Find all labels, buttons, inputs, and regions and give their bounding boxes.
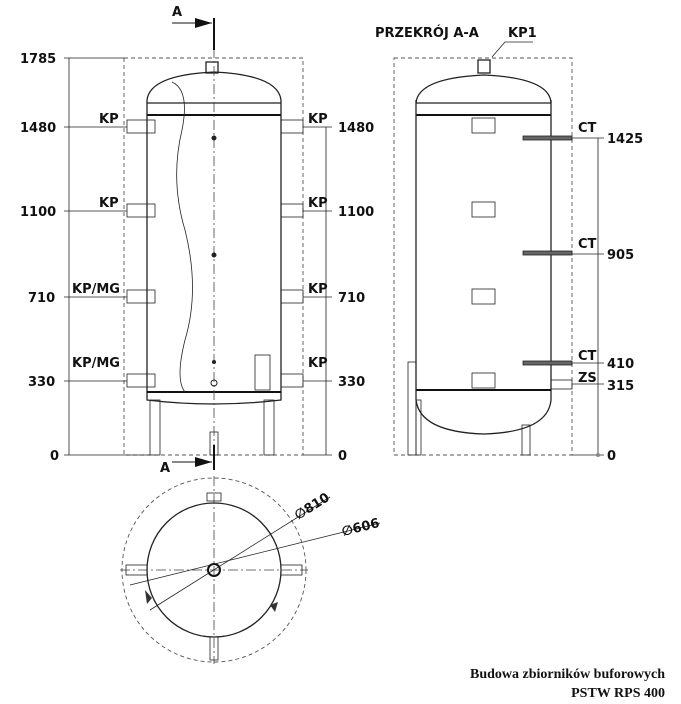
right-dimension-labels: 1480 1100 710 330 0	[338, 121, 374, 464]
right-nozzles	[280, 119, 304, 388]
port-label: KP	[308, 356, 328, 371]
dim-710: 710	[28, 291, 55, 306]
dim-710: 710	[338, 291, 365, 306]
zs-label: ZS	[578, 371, 597, 386]
ct-label: CT	[578, 237, 597, 252]
dim-1425: 1425	[607, 132, 643, 147]
left-dimension-labels: 1785 1480 1100 710 330 0	[20, 52, 59, 464]
dim-1480: 1480	[338, 121, 374, 136]
ct-label: CT	[578, 349, 597, 364]
left-port-labels: KP KP KP/MG KP/MG	[72, 112, 120, 371]
inner-diameter-label: 606	[351, 516, 381, 537]
section-marker-top: A	[172, 5, 182, 20]
caption-title: Budowa zbiorników buforowych	[469, 667, 665, 682]
svg-text:∅606: ∅606	[340, 516, 381, 540]
port-label: KP	[99, 196, 119, 211]
port-label: KP	[308, 196, 328, 211]
port-label: KP	[308, 282, 328, 297]
port-label: KP/MG	[72, 356, 120, 371]
dim-330: 330	[338, 375, 365, 390]
top-view: ∅810 ∅606	[120, 476, 381, 664]
dim-410: 410	[607, 357, 634, 372]
inspection-windows	[471, 117, 496, 389]
outer-diameter-label: 810	[302, 490, 333, 517]
dim-1100: 1100	[338, 205, 374, 220]
dim-1480: 1480	[20, 121, 56, 136]
port-label: KP	[99, 112, 119, 127]
left-nozzles	[126, 119, 156, 388]
section-marker-bottom: A	[160, 461, 170, 476]
section-title: PRZEKRÓJ A-A	[375, 25, 479, 41]
port-label: KP/MG	[72, 282, 120, 297]
caption-model: PSTW RPS 400	[571, 686, 665, 701]
sensor-sleeves	[522, 135, 573, 390]
dim-0: 0	[607, 449, 616, 464]
kp1-label: KP1	[508, 26, 537, 41]
dim-330: 330	[28, 375, 55, 390]
inner-fitting	[254, 354, 271, 391]
dim-0: 0	[50, 449, 59, 464]
svg-text:∅810: ∅810	[292, 490, 332, 523]
dim-315: 315	[607, 379, 634, 394]
front-view: A A 1785 1480 1100 710 330	[20, 5, 374, 476]
diameter-symbol: ∅	[340, 523, 354, 540]
port-label: KP	[308, 112, 328, 127]
top-nozzle	[205, 61, 219, 74]
leg	[263, 399, 275, 456]
cutaway-line	[171, 81, 193, 393]
dim-905: 905	[607, 248, 634, 263]
leg	[149, 399, 161, 456]
dim-1785: 1785	[20, 52, 56, 67]
dim-0: 0	[338, 449, 347, 464]
dim-1100: 1100	[20, 205, 56, 220]
section-view: PRZEKRÓJ A-A KP1 CT CT	[375, 25, 643, 464]
right-port-labels: KP KP KP KP	[308, 112, 328, 371]
ct-label: CT	[578, 121, 597, 136]
